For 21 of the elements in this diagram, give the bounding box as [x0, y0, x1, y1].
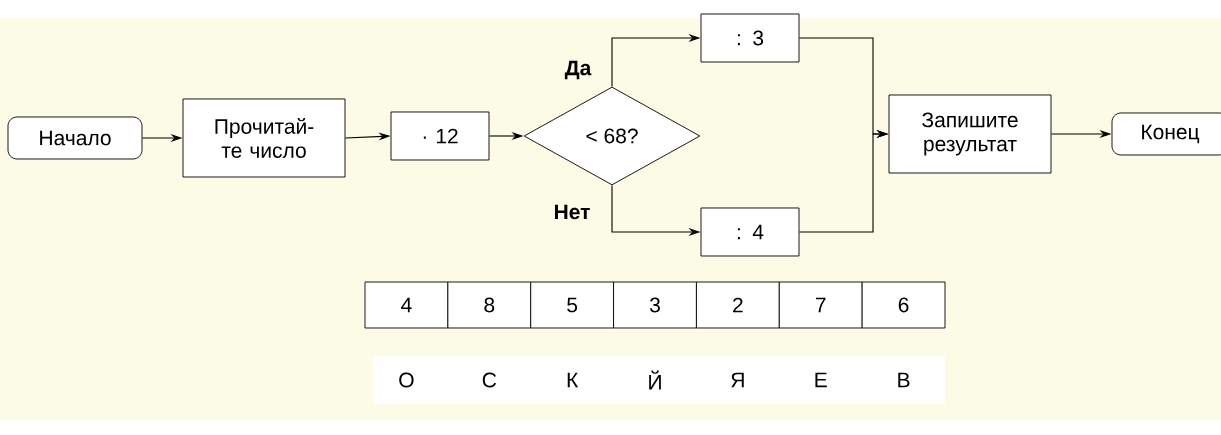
terminal-box: Конец [1111, 112, 1221, 156]
table-cell: 7 [778, 281, 863, 329]
process-box: Запишите результат [888, 94, 1052, 174]
letter: С [482, 372, 497, 388]
letter: Я [731, 372, 744, 388]
process-box: : 3 [700, 13, 800, 63]
table-cell: 4 [364, 281, 449, 329]
table-cell: 8 [447, 281, 532, 329]
table-cell: 6 [861, 281, 946, 329]
table-cell: 5 [530, 281, 615, 329]
process-box: : 4 [700, 207, 800, 257]
letter: О [399, 372, 414, 388]
letter: Е [815, 372, 827, 388]
process-box: · 12 [390, 111, 490, 161]
letter: Й [649, 370, 661, 390]
table-cell: 3 [613, 281, 697, 329]
process-box: Прочитай- те число [182, 98, 346, 178]
letter: К [567, 372, 579, 388]
table-cell: 2 [695, 281, 780, 329]
terminal-box: Начало [7, 116, 143, 160]
letter: В [898, 372, 910, 388]
